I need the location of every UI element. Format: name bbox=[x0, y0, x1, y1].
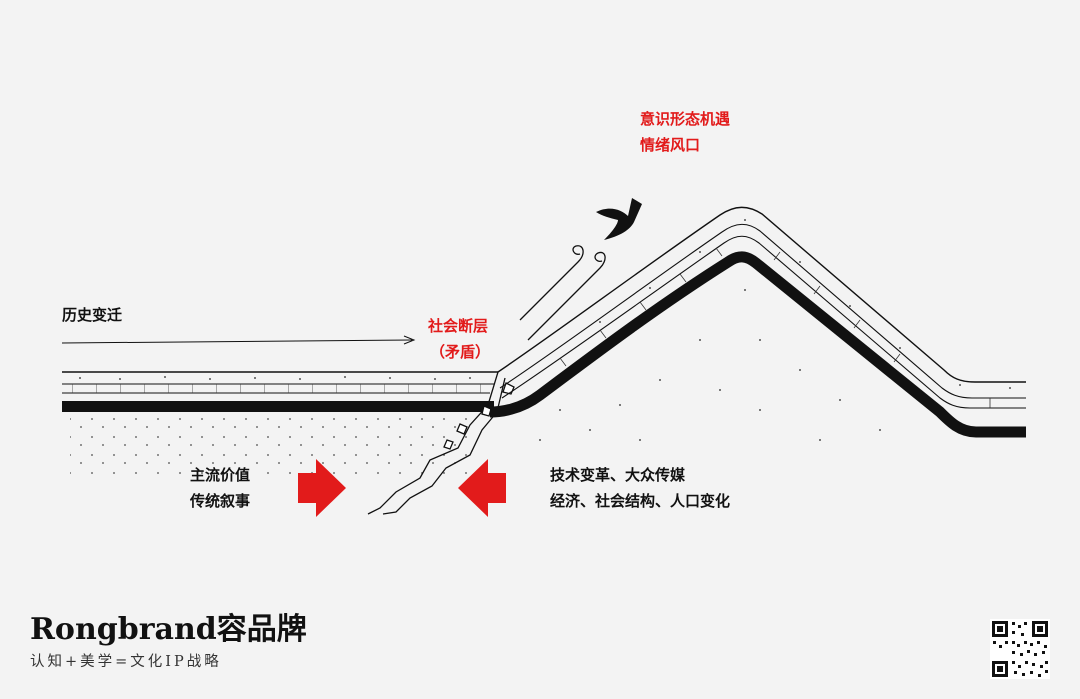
bird-icon bbox=[596, 198, 642, 240]
left-forces-label: 主流价值 传统叙事 bbox=[190, 466, 251, 510]
history-label: 历史变迁 bbox=[62, 306, 123, 324]
brand-name: Rongbrand容品牌 bbox=[30, 612, 307, 647]
mountain-brick-marks bbox=[559, 247, 991, 408]
qr-code-icon[interactable] bbox=[990, 619, 1050, 679]
history-arrow bbox=[61, 335, 416, 345]
brand-tagline: 认知+美学=文化IP战略 bbox=[30, 654, 222, 670]
mountain-rock-layers bbox=[489, 206, 1026, 438]
mountain-dots bbox=[539, 219, 1011, 441]
fault-crack bbox=[367, 371, 515, 515]
wind-swirl-icon bbox=[519, 245, 606, 341]
arrow-left-icon bbox=[458, 459, 506, 517]
arrow-right-icon bbox=[298, 459, 346, 517]
fault-label: 社会断层 （矛盾） bbox=[428, 317, 491, 361]
left-rock-layers bbox=[62, 371, 498, 478]
brand-block: Rongbrand容品牌 认知+美学=文化IP战略 bbox=[30, 612, 307, 672]
opportunity-label: 意识形态机遇 情绪风口 bbox=[640, 110, 731, 154]
right-forces-label: 技术变革、大众传媒 经济、社会结构、人口变化 bbox=[550, 466, 731, 510]
